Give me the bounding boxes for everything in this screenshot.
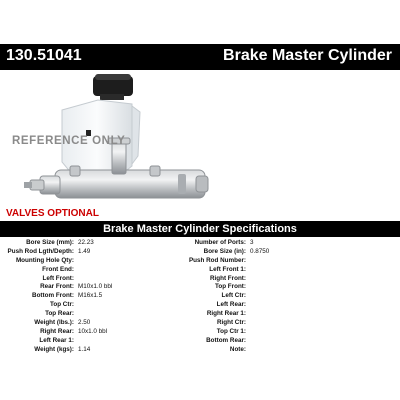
spec-label: Mounting Hole Qty: [15,256,74,264]
spec-value: 2.50 [78,319,91,327]
spec-row: Rear Front: M10x1.0 bbl [0,283,200,292]
spec-row: Top Rear: [0,310,200,319]
product-name: Brake Master Cylinder [223,47,392,64]
spec-label: Left Front: [42,274,74,282]
spec-label: Bottom Front: [32,292,74,300]
reference-watermark: REFERENCE ONLY [12,135,126,147]
spec-value: M10x1.0 bbl [78,283,113,291]
spec-value: 1.14 [78,345,91,353]
spec-row: Push Rod Lgth/Depth: 1.49 [0,248,200,257]
spec-row: Left Front: [0,275,200,284]
spec-label: Note: [229,345,246,353]
reservoir-cap [93,74,133,100]
spec-row: Top Ctr: [0,301,200,310]
spec-row: Top Ctr 1: [200,328,400,337]
spec-label: Push Rod Lgth/Depth: [7,247,74,255]
spec-label: Weight (kgs): [34,345,74,353]
spec-value: 22.23 [78,239,94,246]
spec-row: Mounting Hole Qty: [0,257,200,266]
spec-label: Top Rear: [45,310,74,318]
spec-row: Left Front 1: [200,266,400,275]
spec-value: 10x1.0 bbl [78,327,108,335]
spec-row: Left Ctr: [200,292,400,301]
spec-label: Right Front: [209,274,246,282]
header-bar: 130.51041 Brake Master Cylinder [0,44,400,70]
spec-label: Weight (lbs.): [34,319,74,327]
spec-label: Bottom Rear: [206,336,246,344]
spec-row: Left Rear 1: [0,337,200,346]
spec-value: M16x1.5 [78,292,103,300]
spec-row: Left Rear: [200,301,400,310]
spec-label: Top Ctr 1: [216,327,246,335]
spec-row: Note: [200,346,400,355]
spec-row: Right Ctr: [200,319,400,328]
spec-label: Front End: [42,265,74,273]
spec-label: Top Front: [214,283,246,291]
spec-label: Left Rear 1: [39,336,74,344]
spec-value: 0.8750 [250,247,270,255]
spec-label: Push Rod Number: [188,256,246,264]
spec-label: Top Ctr: [49,301,74,309]
spec-row: Bottom Rear: [200,337,400,346]
spec-row: Right Front: [200,275,400,284]
spec-label: Left Ctr: [221,292,246,300]
spec-label: Right Rear 1: [206,310,246,318]
spec-label: Right Rear: [40,327,74,335]
specs-title: Brake Master Cylinder Specifications [0,221,400,237]
spec-label: Bore Size (in): [203,247,246,255]
spec-row: Right Rear 1: [200,310,400,319]
spec-row: Weight (kgs): 1.14 [0,346,200,355]
spec-row: Right Rear: 10x1.0 bbl [0,328,200,337]
spec-row: Weight (lbs.): 2.50 [0,319,200,328]
spec-row: Bore Size (in): 0.8750 [200,248,400,257]
spec-row: Number of Ports: 3 [195,239,400,248]
spec-label: Left Front 1: [209,265,246,273]
spec-label: Left Rear: [216,301,246,309]
spec-row: Front End: [0,266,200,275]
spec-label: Rear Front: [40,283,74,291]
product-photo [24,74,209,199]
spec-row: Top Front: [200,283,400,292]
spec-value: 3 [250,239,254,246]
spec-row: Bottom Front: M16x1.5 [0,292,200,301]
spec-label: Right Ctr: [216,319,246,327]
spec-row: Bore Size (mm): 22.23 [0,239,200,248]
valves-optional-note: VALVES OPTIONAL [6,208,99,219]
cylinder-body [24,137,209,199]
spec-row: Push Rod Number: [189,257,400,266]
spec-value: 1.49 [78,247,91,255]
spec-label: Number of Ports: [194,239,246,246]
part-number: 130.51041 [6,47,82,64]
spec-label: Bore Size (mm): [26,239,74,246]
